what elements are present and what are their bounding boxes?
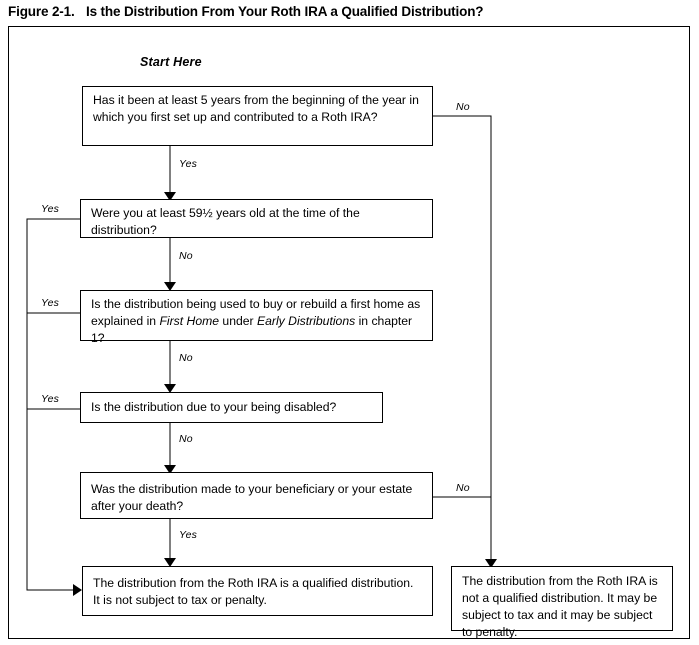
figure-number: Figure 2-1.: [8, 4, 75, 19]
edge-label-q3-yes: Yes: [41, 297, 60, 309]
result-box-qualified: The distribution from the Roth IRA is a …: [82, 566, 433, 616]
question-box-beneficiary: Was the distribution made to your benefi…: [80, 472, 433, 519]
figure-title-text: Is the Distribution From Your Roth IRA a…: [86, 4, 484, 19]
result-text-not-qualified: The distribution from the Roth IRA is no…: [462, 574, 658, 639]
question-text-first-home-emphasis-1: First Home: [159, 314, 220, 328]
question-box-disabled: Is the distribution due to your being di…: [80, 392, 383, 423]
edge-label-q1-yes: Yes: [179, 158, 198, 170]
figure-frame: [8, 26, 690, 639]
edge-label-q5-yes: Yes: [179, 529, 198, 541]
start-here-label: Start Here: [140, 55, 202, 69]
result-box-not-qualified: The distribution from the Roth IRA is no…: [451, 566, 673, 639]
question-box-first-home: Is the distribution being used to buy or…: [80, 290, 433, 345]
edge-label-q1-no: No: [456, 101, 470, 113]
question-text-beneficiary: Was the distribution made to your benefi…: [91, 482, 413, 513]
question-text-age-59-half: Were you at least 59½ years old at the t…: [91, 206, 360, 237]
edge-label-q4-yes: Yes: [41, 393, 60, 405]
edge-label-q3-no: No: [179, 352, 193, 364]
question-text-first-home-part3: in chapter 1?: [91, 314, 413, 345]
result-text-qualified: The distribution from the Roth IRA is a …: [93, 576, 414, 607]
question-text-first-home-part1: Is the distribution being used to buy or…: [91, 297, 421, 328]
question-text-5-year-rule: Has it been at least 5 years from the be…: [93, 93, 419, 124]
question-box-5-year-rule: Has it been at least 5 years from the be…: [82, 86, 433, 146]
edge-label-q4-no: No: [179, 433, 193, 445]
question-text-first-home-emphasis-2: Early Distributions: [256, 314, 356, 328]
figure-title: Figure 2-1. Is the Distribution From Your…: [8, 4, 484, 19]
edge-label-q2-yes: Yes: [41, 203, 60, 215]
question-text-first-home-part2: under: [219, 314, 257, 328]
edge-label-q2-no: No: [179, 250, 193, 262]
question-text-disabled: Is the distribution due to your being di…: [91, 400, 337, 414]
question-box-age-59-half: Were you at least 59½ years old at the t…: [80, 199, 433, 238]
edge-label-q5-no: No: [456, 482, 470, 494]
